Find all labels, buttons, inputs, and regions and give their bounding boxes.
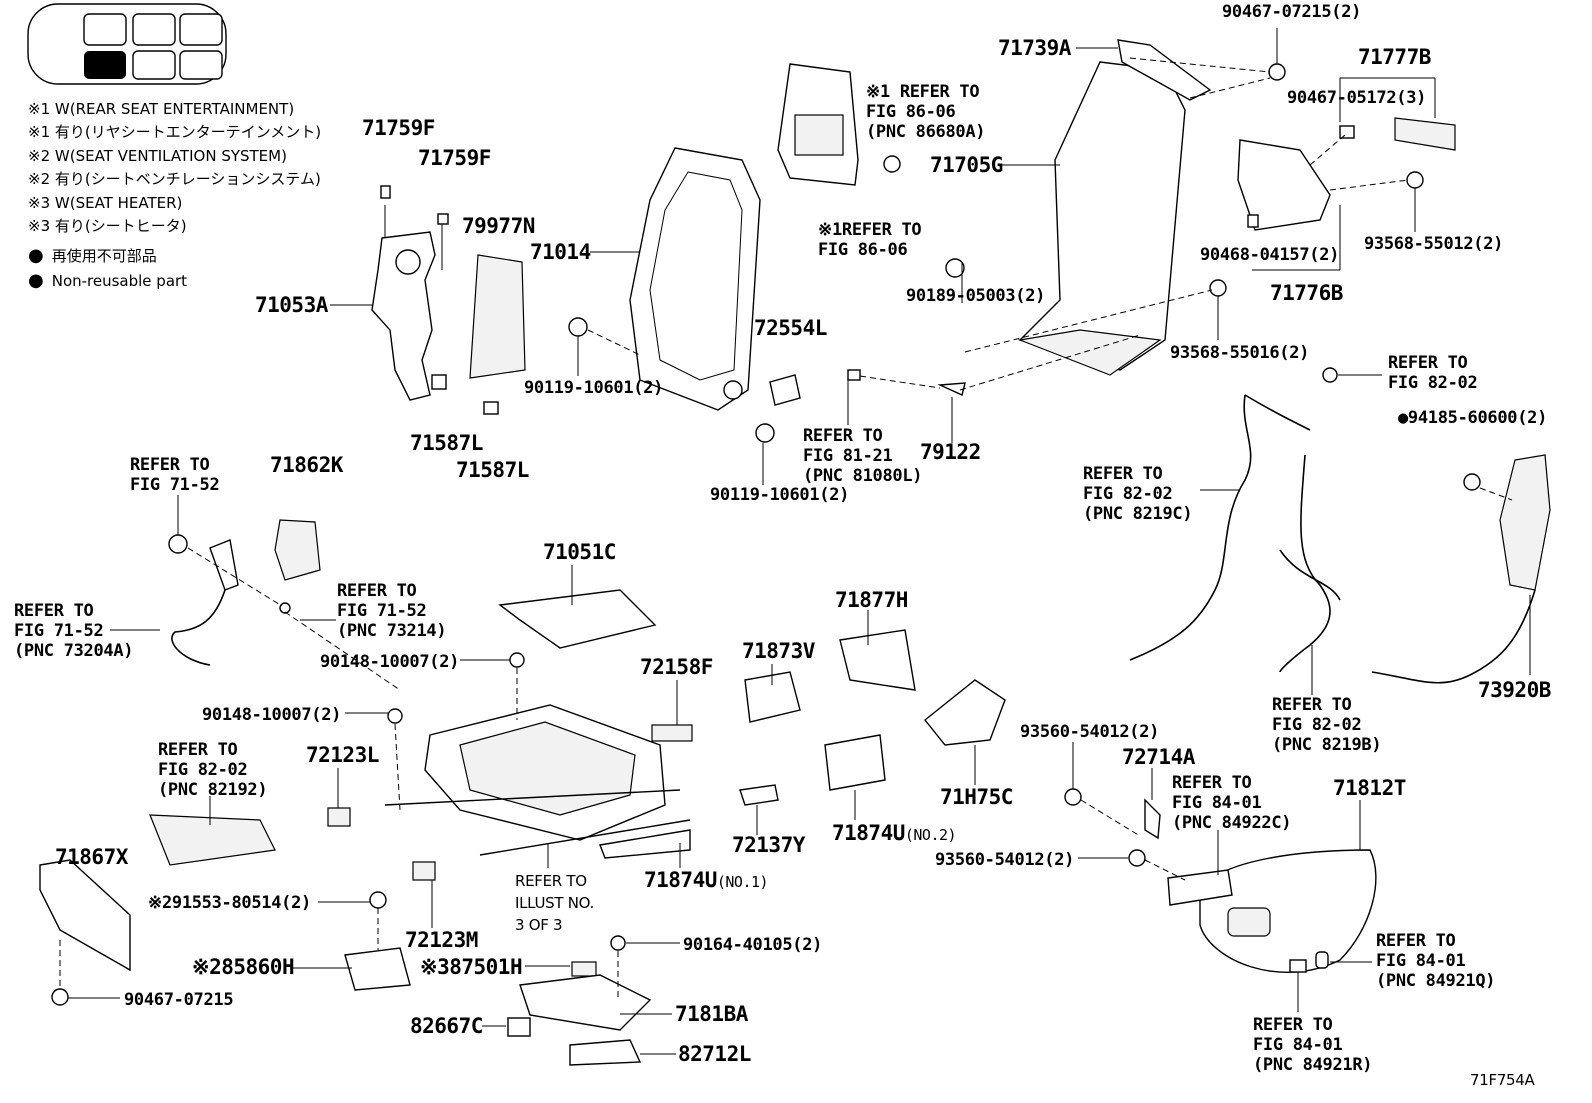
label-79977N: 79977N [462, 214, 535, 238]
label-90148-b: 90148-10007(2) [202, 705, 342, 725]
label-79122: 79122 [920, 440, 981, 464]
label-85860H: ※285860H [192, 955, 295, 979]
label-71H75C: 71H75C [940, 785, 1013, 809]
wire-harness-right [1129, 367, 1551, 684]
label-71014: 71014 [530, 240, 591, 264]
label-82712L: 82712L [678, 1042, 751, 1066]
seat-adjuster [327, 589, 1006, 881]
label-71874U-no2-code: 71874U [832, 821, 905, 845]
entertainment-unit [777, 63, 901, 186]
back-board-71705G [847, 39, 1456, 396]
legend-note-6: ※3 有り(シートヒータ) [28, 217, 187, 235]
label-71759F-b: 71759F [418, 146, 491, 170]
label-71587L-a: 71587L [410, 431, 483, 455]
label-7181BA: 7181BA [675, 1002, 748, 1026]
label-refer-71-52-a: REFER TO FIG 71-52 [130, 455, 220, 495]
bracket-71053A [371, 185, 499, 415]
label-90467-07215: 90467-07215 [124, 990, 234, 1010]
label-94185-60600: ●94185-60600(2) [1398, 408, 1548, 428]
legend-nonreusable-en: Non-reusable part [28, 270, 187, 292]
seatbelt-buckle [168, 519, 321, 666]
label-72123L: 72123L [306, 743, 379, 767]
label-93560-54012-a: 93560-54012(2) [1020, 722, 1160, 742]
label-71874U-no1-code: 71874U [644, 868, 717, 892]
label-refer-73204A: REFER TO FIG 71-52 (PNC 73204A) [14, 601, 134, 661]
label-82667C: 82667C [410, 1014, 483, 1038]
label-93568-55012: 93568-55012(2) [1364, 234, 1504, 254]
label-71873V: 71873V [742, 639, 815, 663]
label-71874U-no2: 71874U(NO.2) [832, 821, 957, 845]
label-refer-81-21: REFER TO FIG 81-21 (PNC 81080L) [803, 426, 923, 486]
label-71812T: 71812T [1333, 776, 1406, 800]
seatback-frame-71014 [568, 147, 801, 443]
label-refer-73214: REFER TO FIG 71-52 (PNC 73214) [337, 581, 447, 641]
seat-position-indicator [27, 3, 227, 85]
leader-lines [68, 28, 1531, 1055]
legend-note-4: ※2 有り(シートベンチレーションシステム) [28, 170, 321, 188]
label-72123M: 72123M [405, 928, 478, 952]
label-71776B: 71776B [1270, 281, 1343, 305]
label-87501H: ※387501H [420, 955, 523, 979]
label-72554L: 72554L [754, 316, 827, 340]
label-71051C: 71051C [543, 540, 616, 564]
legend-nonreusable-ja: 再使用不可部品 [28, 245, 157, 267]
label-refer-82192: REFER TO FIG 82-02 (PNC 82192) [158, 740, 268, 800]
legend-note-2: ※1 有り(リヤシートエンターテインメント) [28, 123, 322, 141]
label-72714A: 72714A [1122, 745, 1195, 769]
label-71862K: 71862K [270, 453, 343, 477]
label-71874U-no1-note: (NO.1) [716, 873, 769, 891]
label-71777B: 71777B [1358, 45, 1431, 69]
legend-note-1: ※1 W(REAR SEAT ENTERTAINMENT) [28, 100, 295, 118]
label-refer-84922C: REFER TO FIG 84-01 (PNC 84922C) [1172, 773, 1292, 833]
label-72137Y: 72137Y [732, 833, 805, 857]
figure-code: 71F754A [1470, 1071, 1535, 1089]
label-71759F-a: 71759F [362, 116, 435, 140]
label-refer-86-06-b: ※1REFER TO FIG 86-06 [818, 220, 922, 260]
label-90164-40105: 90164-40105(2) [683, 935, 823, 955]
label-71867X: 71867X [55, 845, 128, 869]
seat-cushion-side-shield [1064, 788, 1377, 974]
label-90467-07215-2: 90467-07215(2) [1222, 2, 1362, 22]
pad-79977N [469, 254, 526, 379]
label-71053A: 71053A [255, 293, 328, 317]
label-93560-54012-b: 93560-54012(2) [935, 850, 1075, 870]
label-91553-80514: ※291553-80514(2) [148, 893, 311, 913]
label-refer-84921R: REFER TO FIG 84-01 (PNC 84921R) [1253, 1015, 1373, 1075]
label-93568-55016: 93568-55016(2) [1170, 343, 1310, 363]
label-refer-84921Q: REFER TO FIG 84-01 (PNC 84921Q) [1376, 931, 1496, 991]
label-90189-05003: 90189-05003(2) [906, 286, 1046, 306]
label-71877H: 71877H [835, 588, 908, 612]
legend-note-5: ※3 W(SEAT HEATER) [28, 194, 183, 212]
label-90468-04157: 90468-04157(2) [1200, 245, 1340, 265]
lower-parts [39, 814, 652, 1066]
legend-note-3: ※2 W(SEAT VENTILATION SYSTEM) [28, 147, 287, 165]
label-90467-05172: 90467-05172(3) [1287, 88, 1427, 108]
label-71874U-no1: 71874U(NO.1) [644, 868, 769, 892]
label-90119-b: 90119-10601(2) [710, 485, 850, 505]
label-refer-82-02-top: REFER TO FIG 82-02 [1388, 353, 1478, 393]
label-90119-a: 90119-10601(2) [524, 378, 664, 398]
label-71874U-no2-note: (NO.2) [904, 826, 957, 844]
label-refer-8219C: REFER TO FIG 82-02 (PNC 8219C) [1083, 464, 1193, 524]
label-73920B: 73920B [1478, 678, 1551, 702]
label-refer-86-06-a: ※1 REFER TO FIG 86-06 (PNC 86680A) [866, 82, 986, 142]
label-refer-illust: REFER TO ILLUST NO. 3 OF 3 [515, 872, 595, 934]
label-71705G: 71705G [930, 153, 1003, 177]
label-90148-a: 90148-10007(2) [320, 652, 460, 672]
label-refer-8219B: REFER TO FIG 82-02 (PNC 8219B) [1272, 695, 1382, 755]
label-72158F: 72158F [640, 655, 713, 679]
label-71739A: 71739A [998, 36, 1071, 60]
label-71587L-b: 71587L [456, 458, 529, 482]
